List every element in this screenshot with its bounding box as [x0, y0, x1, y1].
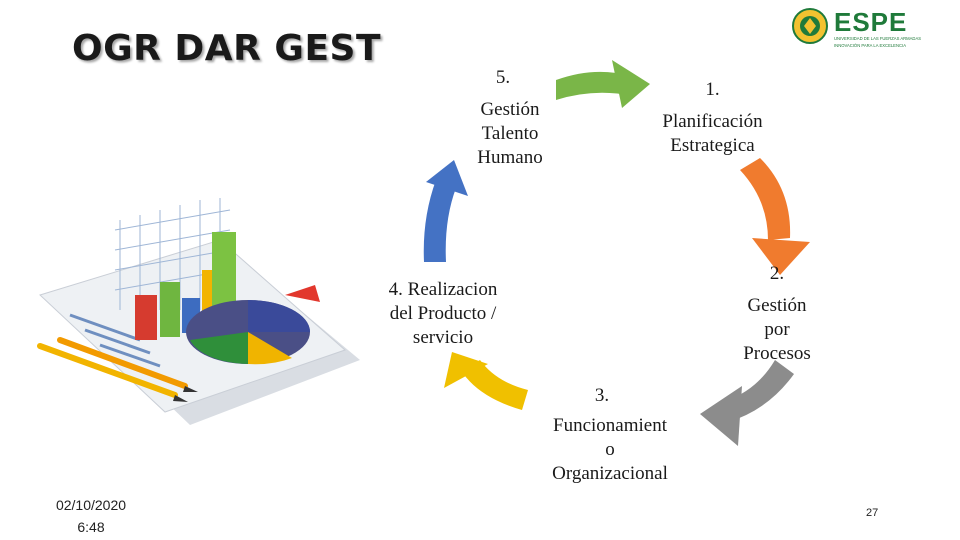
espe-wordmark: ESPE: [834, 7, 907, 37]
node-1-line-2: Estrategica: [670, 135, 755, 156]
node-5-number: 5.: [495, 67, 511, 88]
arrow-orange: [740, 158, 810, 275]
node-3-line-3: Organizacional: [552, 463, 668, 484]
slide-date: 02/10/2020 6:48: [26, 494, 156, 538]
node-2-number: 2.: [769, 263, 785, 284]
espe-logo: ESPE UNIVERSIDAD DE LAS FUERZAS ARMADAS …: [790, 4, 950, 50]
node-5-line-3: Humano: [477, 147, 543, 168]
node-1-planificacion: 1. Planificación Estrategica: [640, 78, 785, 158]
node-4-line-2: del Producto /: [389, 303, 497, 324]
node-2-line-3: Procesos: [743, 343, 811, 364]
espe-tagline-2: INNOVACIÓN PARA LA EXCELENCIA: [834, 43, 906, 48]
node-5-line-2: Talento: [481, 123, 539, 144]
node-5-line-1: Gestión: [480, 99, 540, 120]
node-2-line-2: por: [764, 319, 790, 340]
espe-seal-icon: ESPE UNIVERSIDAD DE LAS FUERZAS ARMADAS …: [792, 7, 921, 48]
time-text: 6:48: [77, 519, 105, 535]
node-5-talento-humano: 5. Gestión Talento Humano: [460, 66, 560, 170]
arrow-yellow: [444, 352, 528, 410]
node-2-gestion-procesos: 2. Gestión por Procesos: [722, 262, 832, 366]
arrow-gray: [700, 360, 794, 446]
chart-clipart-icon: [37, 198, 360, 425]
node-4-realizacion: 4. Realizacion del Producto / servicio: [370, 278, 516, 350]
node-1-number: 1.: [705, 79, 720, 100]
date-text: 02/10/2020: [55, 497, 127, 513]
espe-tagline-1: UNIVERSIDAD DE LAS FUERZAS ARMADAS: [834, 36, 921, 41]
node-1-line-1: Planificación: [662, 111, 763, 132]
node-3-line-1: Funcionamient: [553, 415, 667, 436]
arrow-green: [556, 60, 650, 108]
page-number: 27: [866, 507, 879, 519]
node-3-number: 3.: [594, 385, 610, 406]
node-3-line-2: o: [605, 439, 615, 460]
node-4-line-1: 4. Realizacion: [388, 279, 498, 300]
node-2-line-1: Gestión: [747, 295, 807, 316]
node-3-funcionamiento: 3. Funcionamient o Organizacional: [530, 384, 690, 486]
slide-title: OGR DAR GEST: [72, 28, 382, 69]
node-4-line-3: servicio: [412, 327, 474, 348]
arrow-blue: [423, 160, 468, 262]
